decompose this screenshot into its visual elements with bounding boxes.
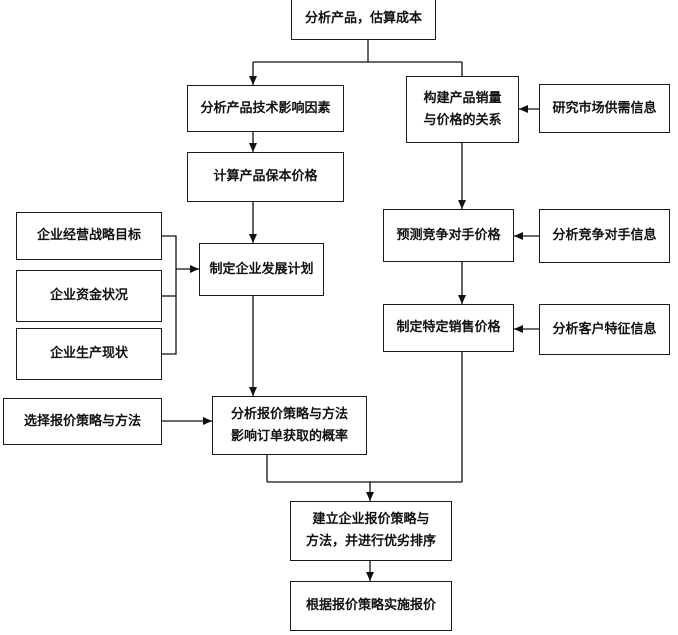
node-choose-strategy: 选择报价策略与方法 — [3, 398, 162, 445]
node-implement-quote: 根据报价策略实施报价 — [290, 581, 452, 631]
node-market-info: 研究市场供需信息 — [539, 84, 670, 133]
node-sales-price-relation: 构建产品销量 与价格的关系 — [406, 76, 519, 143]
node-customer-info: 分析客户特征信息 — [539, 304, 670, 355]
node-competitor-info: 分析竞争对手信息 — [539, 209, 670, 263]
node-strategy-goal: 企业经营战略目标 — [16, 212, 162, 260]
node-specific-sales-price: 制定特定销售价格 — [383, 304, 514, 352]
node-analyze-probability: 分析报价策略与方法 影响订单获取的概率 — [212, 396, 367, 455]
node-funding-status: 企业资金状况 — [16, 270, 162, 322]
node-estimate-cost: 分析产品，估算成本 — [291, 0, 436, 40]
node-production-status: 企业生产现状 — [16, 328, 162, 380]
node-calc-breakeven-price: 计算产品保本价格 — [187, 152, 344, 202]
node-predict-competitor-price: 预测竞争对手价格 — [383, 209, 514, 262]
node-build-and-rank: 建立企业报价策略与 方法，并进行优劣排序 — [290, 501, 452, 561]
node-tech-factors: 分析产品技术影响因素 — [187, 85, 344, 132]
connector-strategy-goal — [162, 235, 177, 355]
node-dev-plan: 制定企业发展计划 — [199, 243, 324, 296]
